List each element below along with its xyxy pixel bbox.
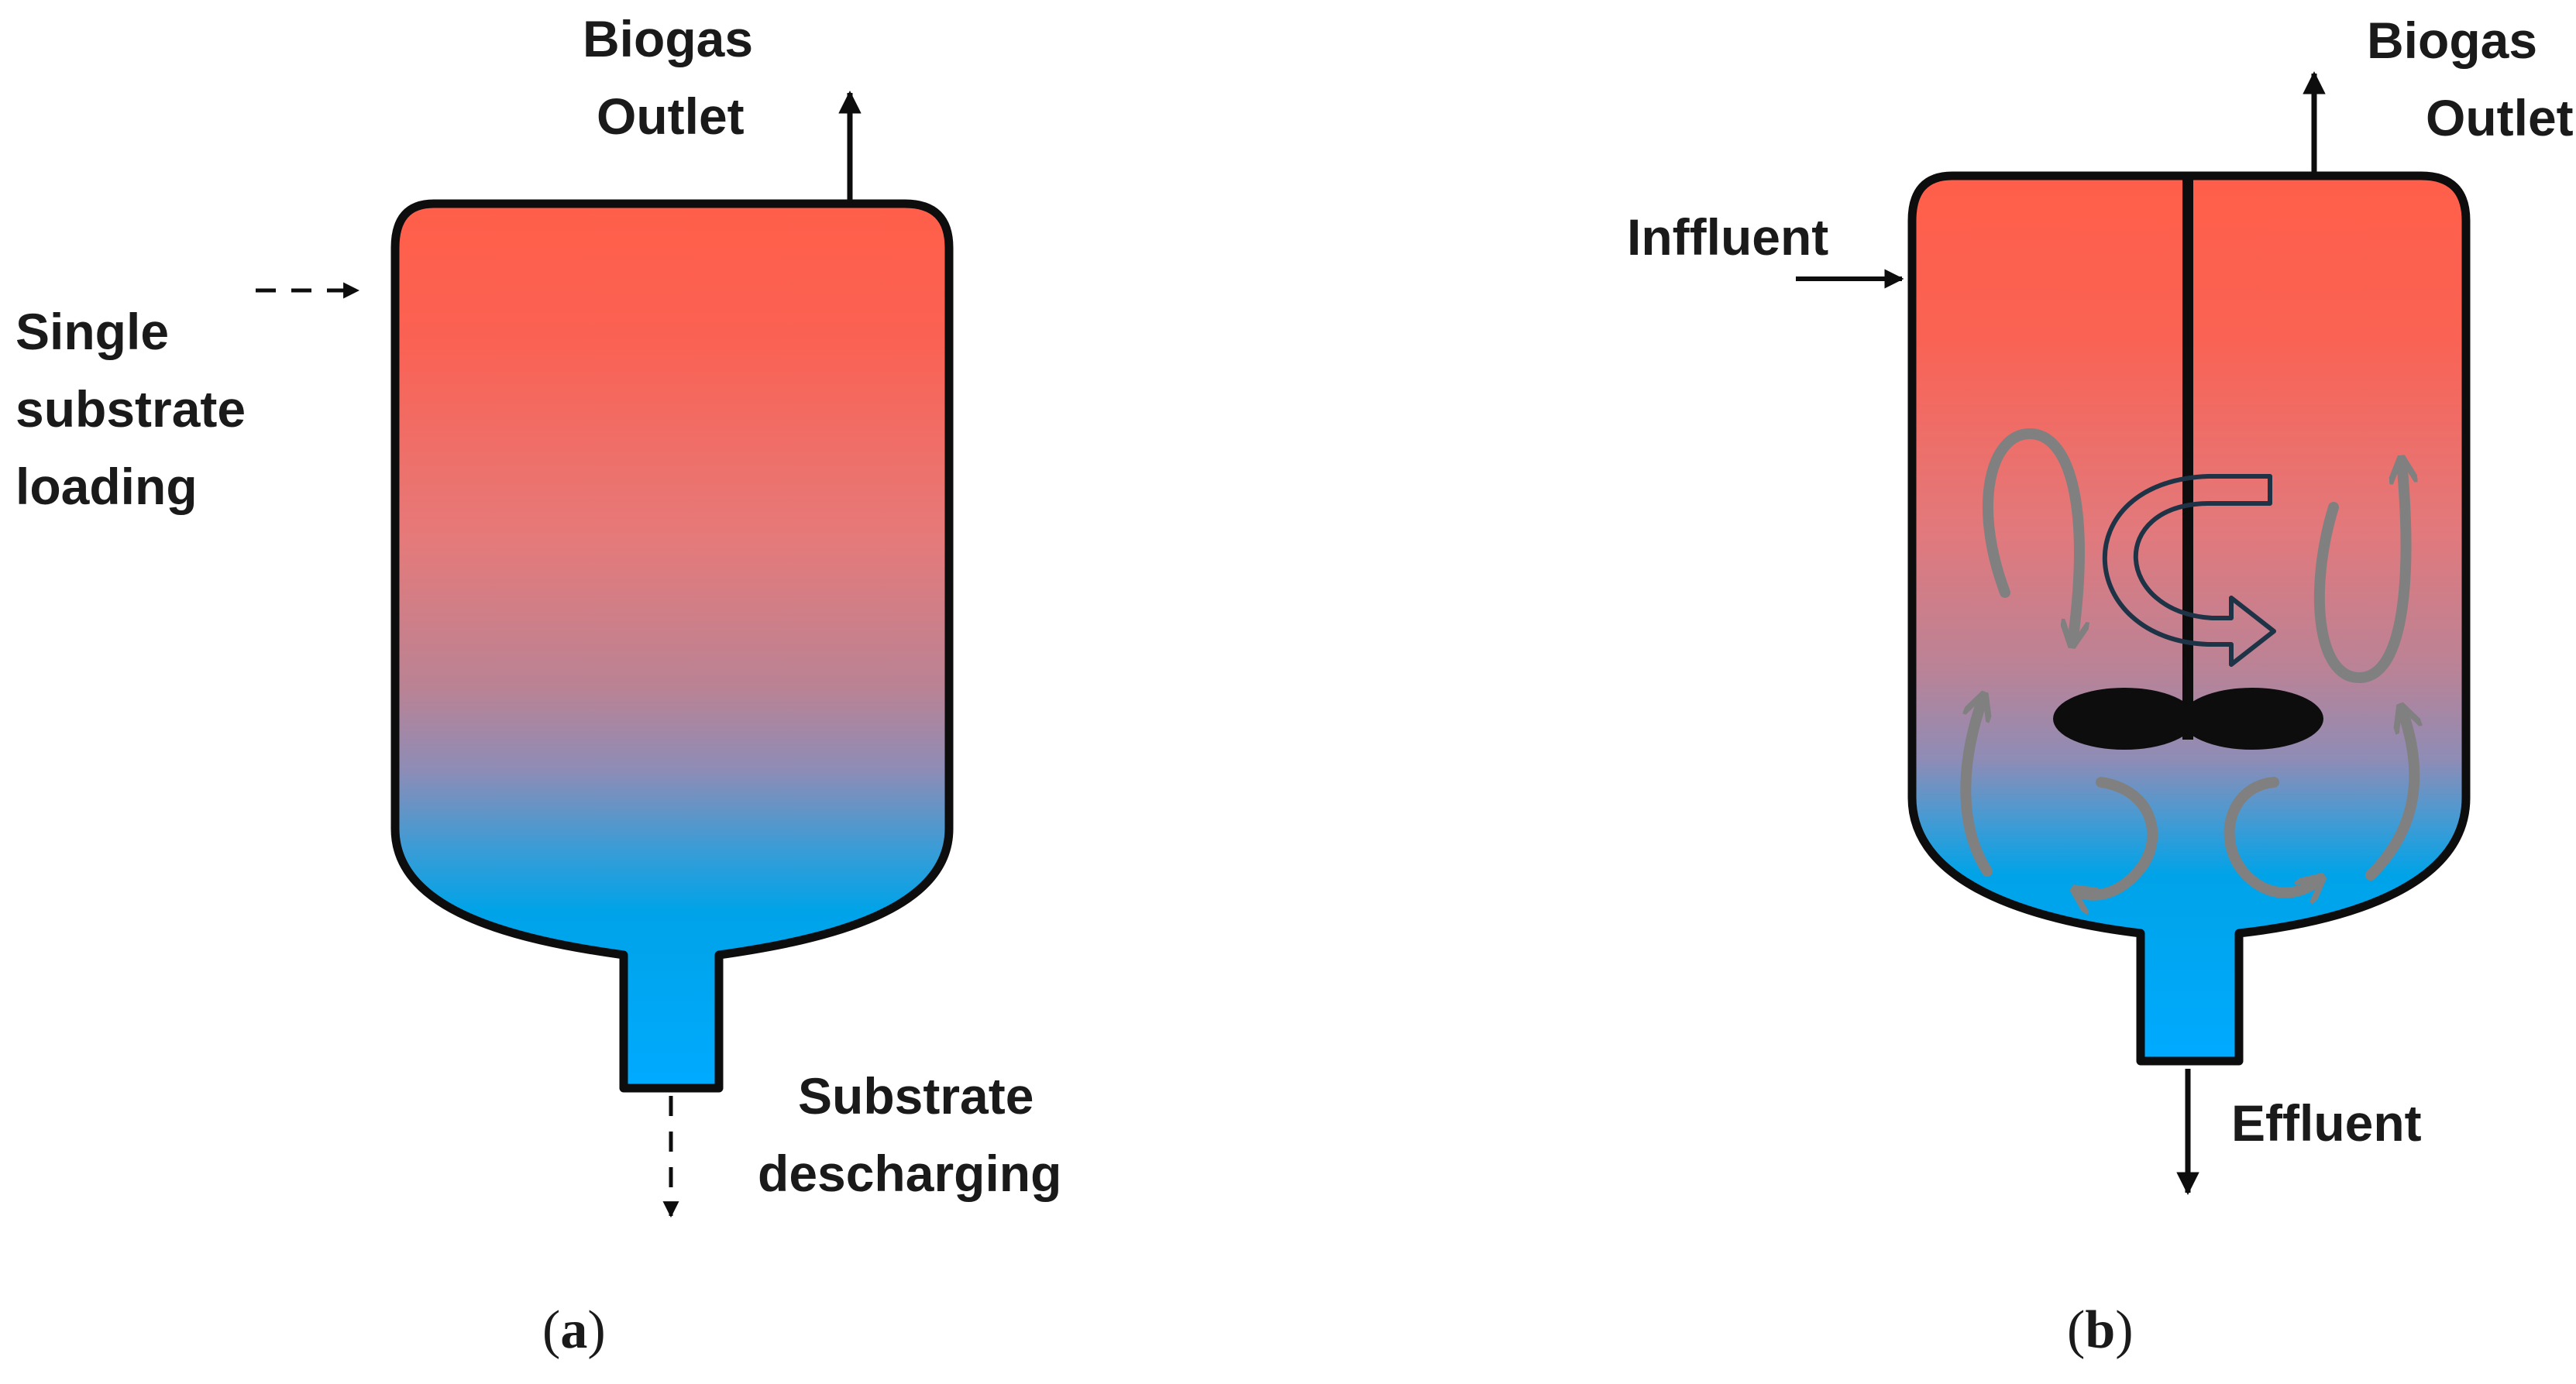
caption-a-letter: a <box>560 1300 588 1360</box>
loading-label-line2: substrate <box>15 380 246 438</box>
panel-a <box>256 91 954 1218</box>
loading-label-line1: Single <box>15 303 170 360</box>
flow-arrow-lower-left <box>1960 697 1993 877</box>
reactor-a-vessel <box>390 199 954 1093</box>
caption-a-close: ) <box>587 1300 606 1360</box>
discharge-label-line2: descharging <box>758 1145 1062 1202</box>
biogas-label-a-line1: Biogas <box>583 10 754 67</box>
biogas-label-a: Biogas Outlet <box>583 0 753 155</box>
biogas-label-b-line2: Outlet <box>2426 89 2574 146</box>
flow-arrow-lower-right <box>2365 709 2414 881</box>
caption-b-close: ) <box>2115 1300 2134 1360</box>
substrate-discharging-label: Substrate descharging <box>758 1057 1061 1212</box>
flow-arrow-bottom-left-swirl <box>2076 777 2158 895</box>
flow-arrow-upper-right <box>2313 461 2406 684</box>
caption-a-open: ( <box>542 1300 561 1360</box>
stirring-rotation-arrow <box>2102 474 2276 667</box>
impeller-blade-right <box>2181 688 2323 750</box>
circulation-arrows <box>1960 428 2414 895</box>
biogas-label-a-line2: Outlet <box>597 88 745 145</box>
discharge-label-line1: Substrate <box>798 1067 1034 1125</box>
effluent-label: Effluent <box>2231 1094 2422 1152</box>
biogas-label-b: Biogas Outlet <box>2367 2 2574 156</box>
flow-arrow-bottom-right-swirl <box>2223 777 2320 893</box>
panel-b <box>1796 71 2471 1195</box>
biogas-label-b-line1: Biogas <box>2367 12 2538 69</box>
caption-b: (b) <box>2067 1300 2134 1362</box>
caption-a: (a) <box>542 1300 606 1362</box>
loading-label-line3: loading <box>15 458 198 515</box>
influent-label: Inffluent <box>1627 208 1829 266</box>
flow-arrow-upper-left <box>1982 428 2079 643</box>
caption-b-open: ( <box>2067 1300 2086 1360</box>
impeller-blade-left <box>2053 688 2196 750</box>
single-substrate-loading-label: Single substrate loading <box>15 293 246 525</box>
caption-b-letter: b <box>2085 1300 2116 1360</box>
